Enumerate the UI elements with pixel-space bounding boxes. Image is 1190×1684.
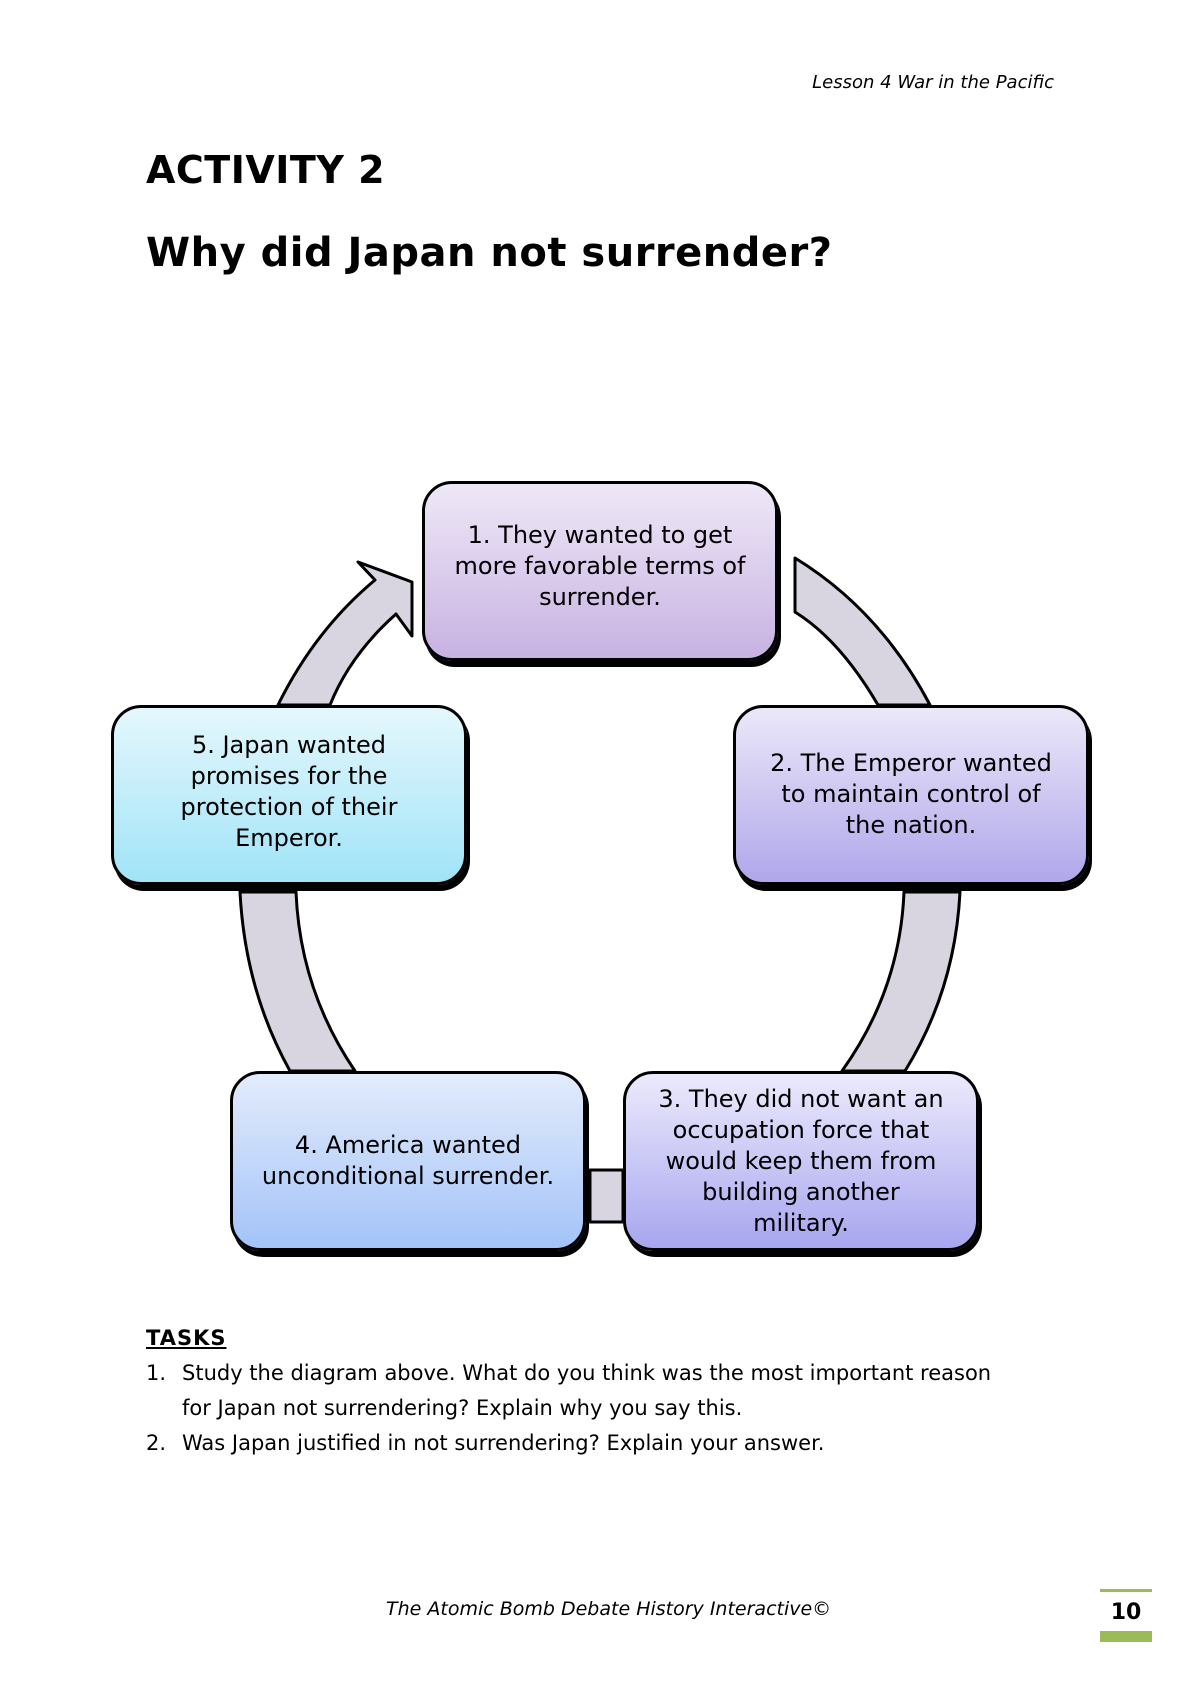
diagram-box-5: 5. Japan wanted promises for the protect…	[111, 705, 467, 885]
page-number-rule-top	[1100, 1589, 1152, 1592]
box-3-line: building another	[702, 1178, 900, 1206]
task-line: Study the diagram above. What do you thi…	[182, 1361, 992, 1385]
task-line: for Japan not surrendering? Explain why …	[182, 1396, 743, 1420]
box-4-line: unconditional surrender.	[261, 1162, 555, 1190]
cycle-arrow-4-to-5	[238, 890, 357, 1073]
page-title: Why did Japan not surrender?	[146, 230, 833, 276]
page-number-block: 10	[1100, 1589, 1152, 1642]
cycle-arrow-2-to-3	[840, 890, 962, 1073]
box-1-line: more favorable terms of	[454, 552, 746, 580]
cycle-arrow-3-to-4	[588, 1168, 625, 1224]
box-1-line: 1. They wanted to get	[467, 521, 733, 549]
box-3-line: military.	[753, 1209, 849, 1237]
diagram-box-1: 1. They wanted to get more favorable ter…	[422, 481, 778, 661]
tasks-heading: TASKS	[146, 1326, 227, 1350]
diagram-box-4: 4. America wanted unconditional surrende…	[230, 1071, 586, 1251]
box-1-line: surrender.	[539, 583, 661, 611]
task-number: 1.	[146, 1361, 167, 1385]
box-2-line: the nation.	[845, 811, 977, 839]
task-number: 2.	[146, 1431, 167, 1455]
diagram-box-2: 2. The Emperor wanted to maintain contro…	[733, 705, 1089, 885]
box-5-line: 5. Japan wanted	[191, 731, 387, 759]
box-3-line: 3. They did not want an	[658, 1085, 944, 1113]
box-2-line: 2. The Emperor wanted	[770, 749, 1052, 777]
box-5-line: Emperor.	[235, 824, 343, 852]
cycle-arrow-1-to-2	[793, 556, 932, 707]
task-line: Was Japan justified in not surrendering?…	[182, 1431, 825, 1455]
task-item-1: 1. Study the diagram above. What do you …	[146, 1356, 1066, 1426]
box-5-line: promises for the	[190, 762, 388, 790]
tasks-section: TASKS 1. Study the diagram above. What d…	[146, 1326, 1066, 1461]
box-5-line: protection of their	[180, 793, 398, 821]
box-3-line: would keep them from	[665, 1147, 937, 1175]
activity-heading: ACTIVITY 2	[146, 148, 386, 192]
box-2-line: to maintain control of	[781, 780, 1041, 808]
box-3-line: occupation force that	[672, 1116, 930, 1144]
task-item-2: 2. Was Japan justified in not surrenderi…	[146, 1426, 1066, 1461]
cycle-arrow-5-to-1	[276, 560, 414, 707]
box-4-line: 4. America wanted	[294, 1131, 522, 1159]
page-number-rule-bottom	[1100, 1631, 1152, 1642]
footer-text: The Atomic Bomb Debate History Interacti…	[386, 1598, 832, 1620]
diagram-box-3: 3. They did not want an occupation force…	[623, 1071, 979, 1251]
lesson-header: Lesson 4 War in the Pacific	[812, 72, 1054, 93]
page-number: 10	[1110, 1600, 1142, 1625]
